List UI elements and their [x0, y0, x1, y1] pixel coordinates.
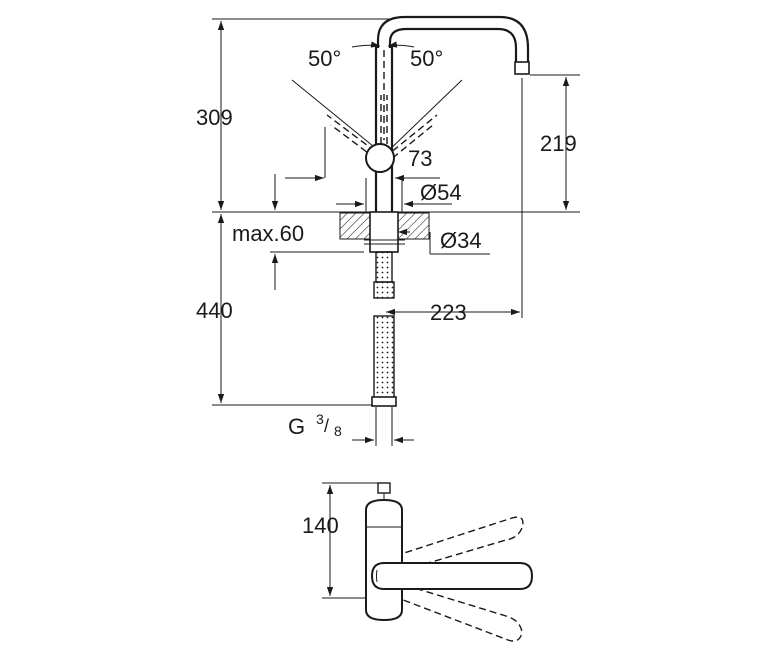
handle-knob [365, 143, 395, 173]
top-handle-detail [376, 569, 378, 583]
top-spout-tip [377, 482, 391, 494]
mounting-shank [369, 211, 399, 253]
top-handle [370, 562, 534, 590]
label-diameter-34: Ø34 [440, 228, 482, 253]
hose-lower [373, 315, 395, 399]
hose-upper [373, 281, 395, 299]
top-view: 140 [302, 482, 534, 642]
hose-fitting [371, 396, 397, 407]
top-handle-ghost-upper [394, 516, 524, 573]
label-thread-denominator: 8 [334, 423, 342, 439]
label-219: 219 [540, 131, 577, 156]
angle-line-left [291, 79, 385, 156]
top-handle-ghost-lower [394, 581, 523, 642]
top-body [365, 498, 403, 622]
aerator [514, 61, 530, 75]
label-223: 223 [430, 300, 467, 325]
label-309: 309 [196, 105, 233, 130]
spout-inner [388, 27, 518, 70]
angle-line-right [383, 79, 463, 156]
label-thread-numerator: 3 [316, 411, 324, 427]
threaded-rod [375, 251, 393, 283]
angle-arc-right [387, 41, 415, 48]
label-angle-right: 50° [410, 46, 443, 71]
label-thread-g: G [288, 414, 305, 439]
label-73: 73 [408, 146, 432, 171]
label-max-60: max.60 [232, 221, 304, 246]
label-140: 140 [302, 513, 339, 538]
label-thread-slash: / [324, 416, 329, 436]
spout-outer [376, 15, 530, 70]
angle-arc-left [351, 41, 381, 48]
label-diameter-54: Ø54 [420, 180, 462, 205]
side-view: 309 219 max.60 440 223 73 Ø54 Ø34 50° 50… [196, 15, 580, 446]
label-angle-left: 50° [308, 46, 341, 71]
label-440: 440 [196, 298, 233, 323]
